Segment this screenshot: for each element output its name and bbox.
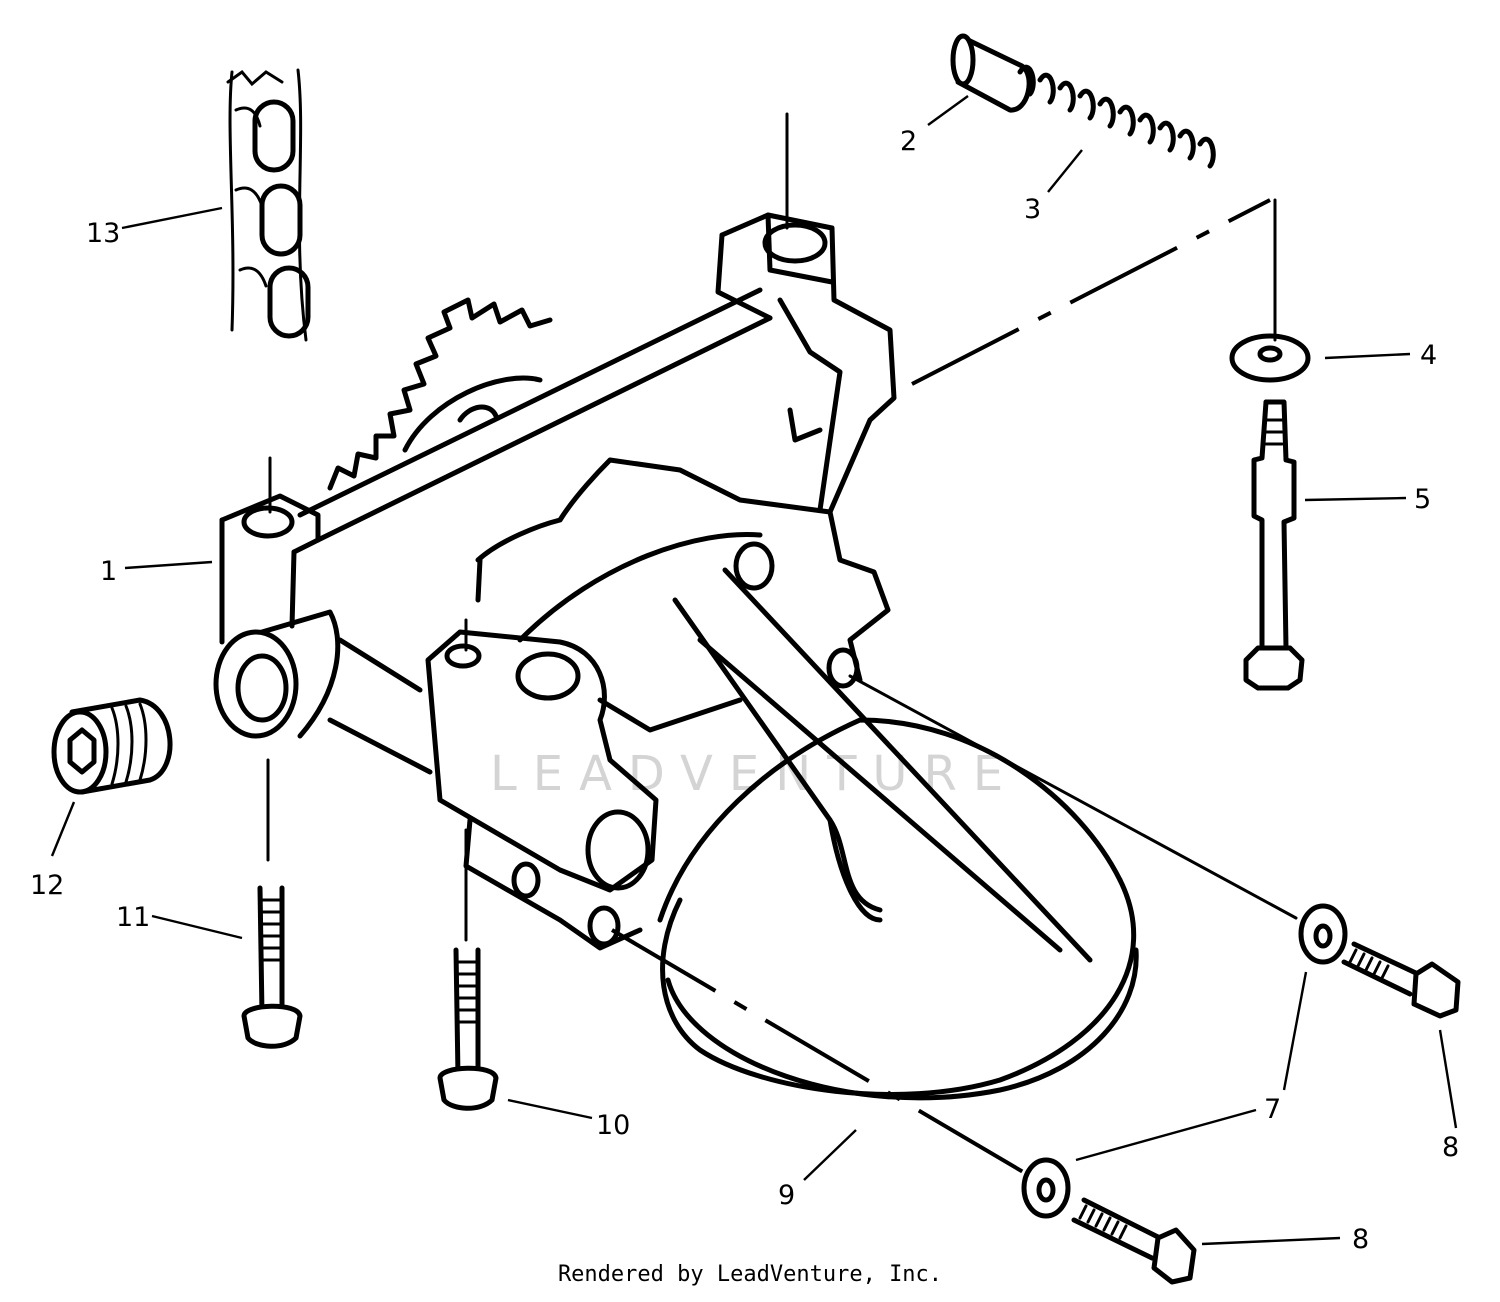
part-5-stud[interactable] <box>1243 399 1305 691</box>
part-8-bolt-lower[interactable] <box>1071 1197 1197 1285</box>
callout-4: 4 <box>1420 340 1437 371</box>
callout-9: 9 <box>778 1180 795 1211</box>
part-10-bolt[interactable] <box>437 947 499 1111</box>
callout-13: 13 <box>86 218 120 249</box>
part-4-washer[interactable] <box>1229 333 1311 383</box>
callout-2: 2 <box>900 126 917 157</box>
part-12-set-screw[interactable] <box>51 697 173 795</box>
part-3-spring[interactable] <box>1017 64 1216 169</box>
callout-7-upper: 7 <box>1264 1094 1281 1125</box>
callout-10: 10 <box>596 1110 630 1141</box>
part-7-washer-lower[interactable] <box>1021 1157 1071 1219</box>
part-7-washer-upper[interactable] <box>1298 903 1348 965</box>
callout-3: 3 <box>1024 194 1041 225</box>
watermark-text: LEADVENTURE <box>490 746 1019 802</box>
part-1-oil-pump-body[interactable] <box>213 212 1139 1101</box>
callout-8-lower: 8 <box>1352 1224 1369 1255</box>
leader-lines <box>50 95 1458 1246</box>
part-2-plug[interactable] <box>950 33 1032 113</box>
credit-footer: Rendered by LeadVenture, Inc. <box>557 1262 943 1287</box>
callout-11: 11 <box>116 902 150 933</box>
callouts: 1 2 3 4 5 7 7 8 8 9 10 11 12 13 <box>30 126 1459 1255</box>
callout-1: 1 <box>100 556 117 587</box>
part-11-bolt[interactable] <box>241 885 303 1049</box>
callout-5: 5 <box>1414 484 1431 515</box>
part-8-bolt-upper[interactable] <box>1341 941 1461 1019</box>
callout-8-upper: 8 <box>1442 1132 1459 1163</box>
part-13-chain[interactable] <box>226 68 311 342</box>
assembly-lines <box>266 112 1298 1178</box>
callout-12: 12 <box>30 870 64 901</box>
